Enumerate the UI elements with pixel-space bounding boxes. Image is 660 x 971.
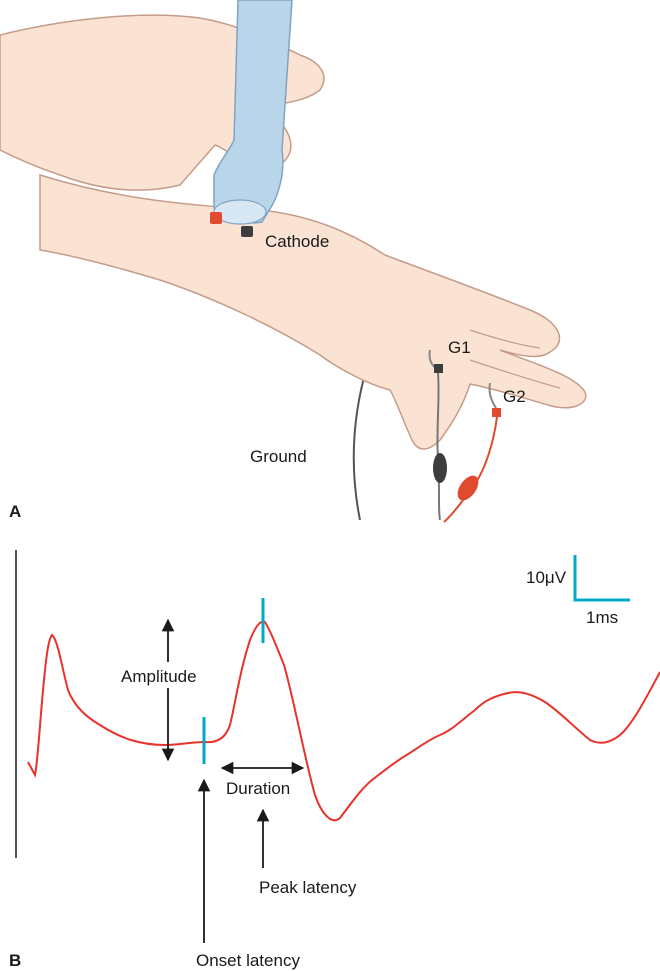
g2-lead xyxy=(444,417,497,522)
g2-electrode xyxy=(492,408,501,417)
cathode-label: Cathode xyxy=(265,232,329,251)
g1-connector xyxy=(433,453,447,483)
g2-label: G2 xyxy=(503,387,526,406)
panel-a-illustration: Cathode G1 G2 Ground xyxy=(0,0,586,522)
snap-trace xyxy=(28,622,660,821)
peak-latency-label: Peak latency xyxy=(259,878,357,897)
subject-forearm-hand xyxy=(40,175,586,449)
panel-a-letter: A xyxy=(9,502,21,521)
scale-bar-vertical-label: 10μV xyxy=(526,568,567,587)
panel-b-waveform: 10μV 1ms Amplitude Duration Peak latency… xyxy=(16,550,660,970)
scale-bar-horizontal-label: 1ms xyxy=(586,608,618,627)
onset-latency-label: Onset latency xyxy=(196,951,300,970)
duration-label: Duration xyxy=(226,779,290,798)
ground-lead xyxy=(354,370,366,520)
ground-label: Ground xyxy=(250,447,307,466)
amplitude-label: Amplitude xyxy=(121,667,197,686)
panel-b-letter: B xyxy=(9,951,21,970)
g1-electrode xyxy=(434,364,443,373)
cathode-electrode xyxy=(241,226,253,237)
anode-electrode xyxy=(210,212,222,224)
g1-label: G1 xyxy=(448,338,471,357)
